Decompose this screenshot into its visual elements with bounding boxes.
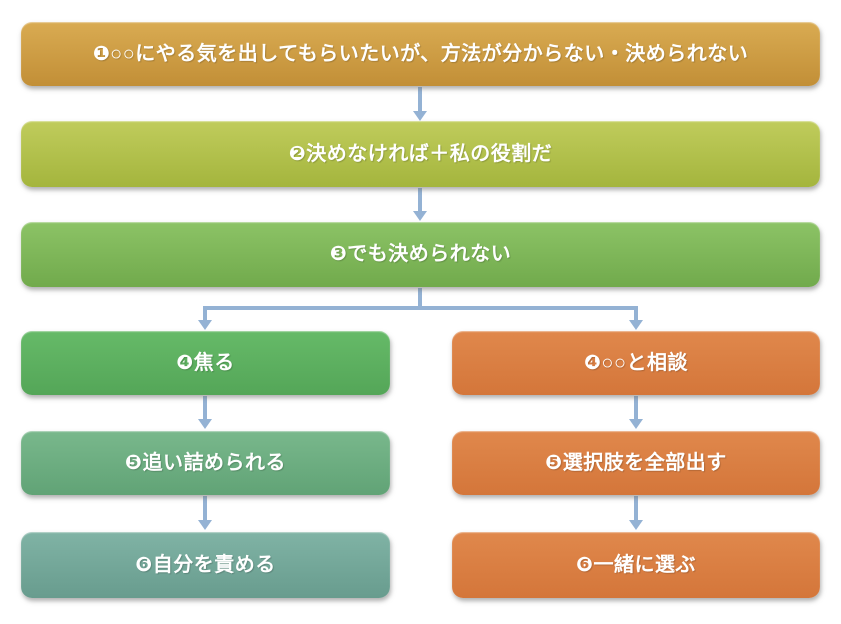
flow-node-step1-label: ❶○○にやる気を出してもらいたいが、方法が分からない・決められない [92,42,749,65]
arrowhead-step1-step2 [413,111,427,121]
arrowhead-right5-right6 [629,520,643,530]
arrowhead-branch-right4 [629,320,643,330]
flow-node-right4-label: ❹○○と相談 [583,351,689,374]
arrowhead-left5-left6 [198,520,212,530]
flow-node-step2: ❷決めなければ＋私の役割だ [21,121,820,187]
flow-node-left4-label: ❹焦る [176,351,235,374]
arrowhead-right4-right5 [629,419,643,429]
flow-node-step1: ❶○○にやる気を出してもらいたいが、方法が分からない・決められない [21,22,820,86]
flow-node-right6-label: ❻一緒に選ぶ [576,553,696,576]
flow-node-right6: ❻一緒に選ぶ [452,532,820,598]
flow-node-left5: ❺追い詰められる [21,431,390,495]
flow-node-step3-label: ❸でも決められない [329,243,512,265]
arrowhead-left4-left5 [198,419,212,429]
flow-node-step3: ❸でも決められない [21,222,820,287]
flow-node-left6: ❻自分を責める [21,532,390,598]
flow-node-left5-label: ❺追い詰められる [125,451,286,474]
flow-node-right4: ❹○○と相談 [452,331,820,395]
flow-node-right5: ❺選択肢を全部出す [452,431,820,495]
flow-node-left4: ❹焦る [21,331,390,395]
arrowhead-branch-left4 [198,320,212,330]
arrowhead-step2-step3 [413,211,427,221]
flow-node-step2-label: ❷決めなければ＋私の役割だ [288,142,553,165]
flow-node-right5-label: ❺選択肢を全部出す [545,451,727,474]
flow-node-left6-label: ❻自分を責める [135,553,276,576]
